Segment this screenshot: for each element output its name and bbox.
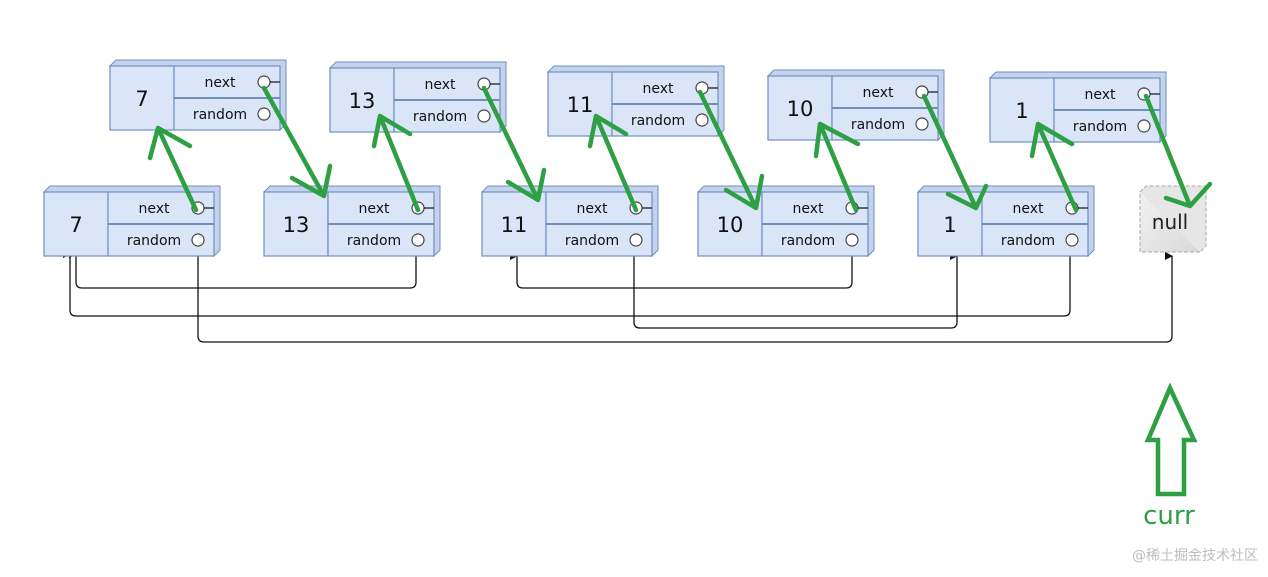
green-arrow-up-1: [1029, 121, 1079, 213]
node-value: 10: [787, 97, 814, 121]
random-field-label: random: [347, 233, 401, 249]
next-field-label: next: [204, 75, 236, 91]
next-field-label: next: [424, 77, 456, 93]
node-value: 10: [717, 213, 744, 237]
next-field-label: next: [576, 201, 608, 217]
next-field-label: next: [1012, 201, 1044, 217]
original-node-11: 11 next random: [480, 185, 659, 258]
copied-node-7: 7 next random: [108, 59, 287, 132]
curr-label: curr: [1143, 501, 1195, 531]
node-value: 13: [283, 213, 310, 237]
green-arrow-up-7: [147, 125, 199, 213]
next-field-label: next: [792, 201, 824, 217]
curr-arrow-icon: [1144, 382, 1198, 497]
null-label: null: [1152, 210, 1188, 234]
random-field-label: random: [565, 233, 619, 249]
random-pointer-icon: [411, 233, 425, 247]
random-pointer-icon: [477, 109, 491, 123]
null-node: null: [1139, 185, 1207, 253]
original-list: 7 next random 13 next random 11 next random 10 nex…: [42, 185, 1095, 258]
green-arrow-down-7: [261, 85, 333, 199]
random-field-label: random: [127, 233, 181, 249]
green-arrow-down-1: [1143, 93, 1213, 209]
random-pointer-icon: [1137, 119, 1151, 133]
node-value: 11: [501, 213, 528, 237]
random-link-7-to-null: [197, 244, 1173, 343]
green-arrow-up-10: [813, 121, 861, 213]
original-node-7: 7 next random: [42, 185, 221, 258]
random-pointer-icon: [695, 113, 709, 127]
copied-node-11: 11 next random: [546, 65, 725, 138]
random-link-13-to-7: [69, 244, 417, 289]
random-field-label: random: [193, 107, 247, 123]
copied-node-10: 10 next random: [766, 69, 945, 142]
green-arrow-up-13: [371, 113, 421, 213]
watermark: @稀土掘金技术社区: [1132, 548, 1258, 564]
node-value: 1: [943, 213, 956, 237]
curr-pointer: curr: [1143, 382, 1198, 531]
random-field-label: random: [781, 233, 835, 249]
node-value: 7: [69, 213, 82, 237]
original-node-10: 10 next random: [696, 185, 875, 258]
random-field-label: random: [851, 117, 905, 133]
random-field-label: random: [631, 113, 685, 129]
original-node-13: 13 next random: [262, 185, 441, 258]
random-pointer-icon: [915, 117, 929, 131]
node-value: 13: [349, 89, 376, 113]
random-link-1-to-7: [63, 244, 1071, 317]
random-field-label: random: [413, 109, 467, 125]
next-field-label: next: [138, 201, 170, 217]
random-link-10-to-11: [510, 244, 853, 289]
green-arrow-down-13: [481, 85, 547, 203]
random-pointer-icon: [845, 233, 859, 247]
copied-node-13: 13 next random: [328, 61, 507, 134]
green-arrow-down-10: [921, 93, 989, 211]
next-field-label: next: [358, 201, 390, 217]
green-arrows: [147, 85, 1213, 213]
copied-node-1: 1 next random: [988, 71, 1167, 144]
next-field-label: next: [642, 81, 674, 97]
green-arrow-down-11: [697, 89, 765, 211]
copied-list: 7 next random 13 next random 11 next random 10 nex…: [108, 59, 1167, 144]
green-arrow-up-11: [587, 113, 639, 213]
node-value: 11: [567, 93, 594, 117]
random-field-label: random: [1073, 119, 1127, 135]
node-value: 1: [1015, 99, 1028, 123]
random-field-label: random: [1001, 233, 1055, 249]
node-value: 7: [135, 87, 148, 111]
random-link-11-to-1: [633, 244, 958, 329]
next-field-label: next: [1084, 87, 1116, 103]
random-links: [63, 244, 1173, 343]
random-pointer-icon: [629, 233, 643, 247]
random-pointer-icon: [191, 233, 205, 247]
next-field-label: next: [862, 85, 894, 101]
random-pointer-icon: [1065, 233, 1079, 247]
random-pointer-icon: [257, 107, 271, 121]
